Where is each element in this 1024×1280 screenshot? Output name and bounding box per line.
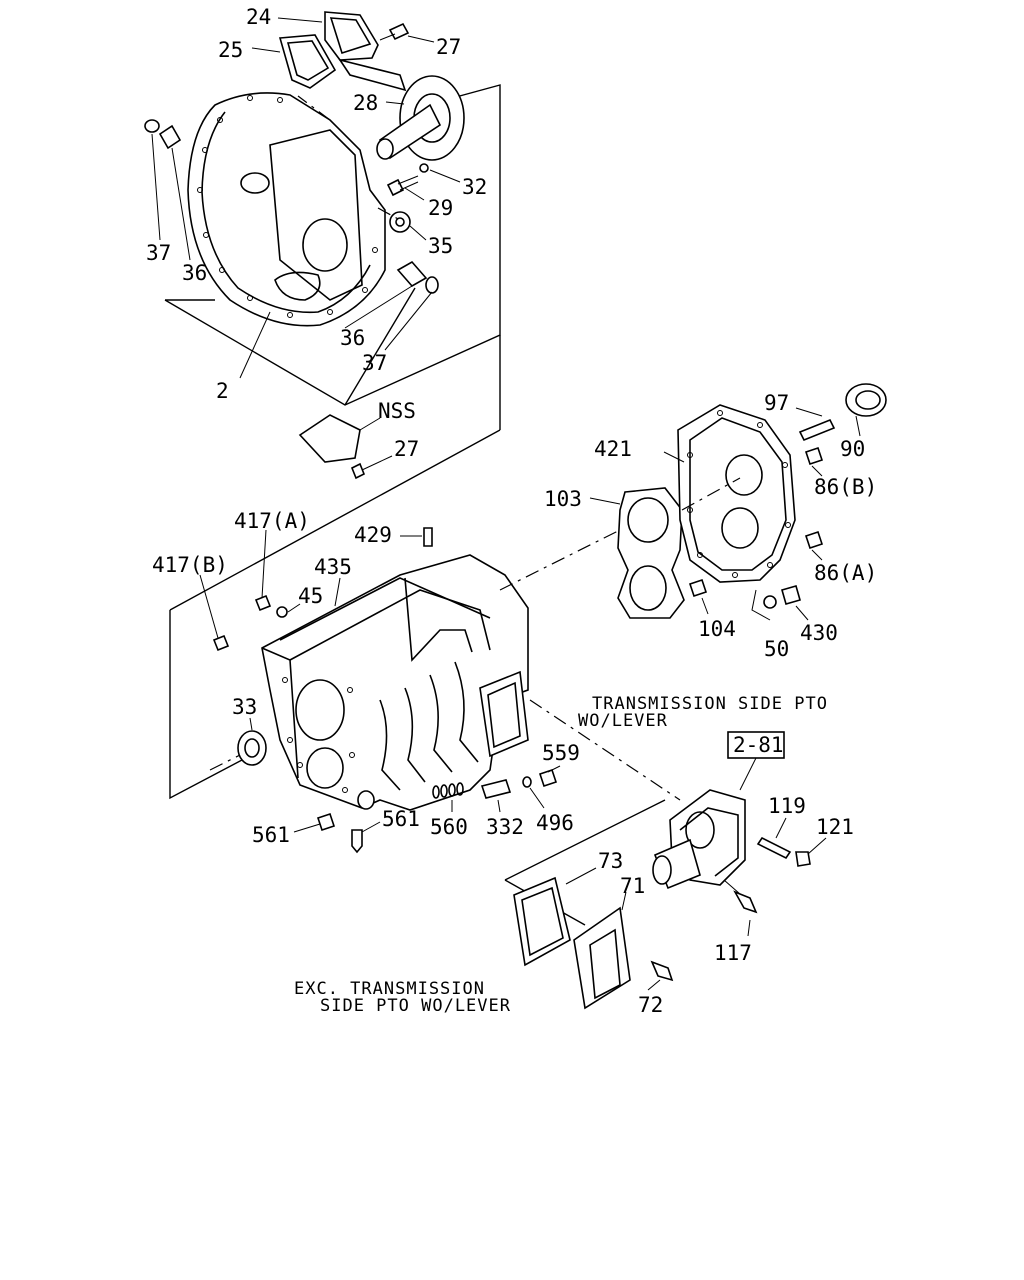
o-ring — [763, 595, 777, 609]
plug — [316, 812, 336, 832]
bolt — [388, 22, 410, 41]
cover-plate — [324, 11, 379, 61]
stud — [756, 836, 792, 860]
bolt — [254, 594, 272, 612]
callout-435: 435 — [314, 555, 352, 579]
bolt — [650, 960, 674, 982]
note-exc-line1: EXC. TRANSMISSION — [294, 979, 485, 999]
callout-27: 27 — [436, 35, 461, 59]
bolt — [688, 578, 708, 598]
transmission-case-group — [169, 335, 641, 854]
notes: TRANSMISSION SIDE PTO WO/LEVER EXC. TRAN… — [294, 694, 828, 1016]
bolt — [733, 890, 758, 914]
callout-560: 560 — [430, 815, 468, 839]
rear-cover-group — [589, 383, 887, 621]
gasket-ring — [522, 776, 532, 788]
dowel-pin — [423, 527, 433, 547]
callout-nss: NSS — [378, 399, 416, 423]
callout-561-right: 561 — [382, 807, 420, 831]
seal-ring — [425, 276, 439, 294]
oil-seal — [237, 730, 267, 766]
callout-labels: 24 25 27 28 32 29 35 37 36 36 37 2 NSS 2… — [146, 5, 877, 1017]
plug — [781, 585, 801, 605]
gasket — [513, 876, 571, 967]
plug — [351, 829, 363, 854]
callout-86a: 86(A) — [814, 561, 877, 585]
callout-45: 45 — [298, 584, 323, 608]
o-ring — [419, 163, 429, 173]
nut — [795, 851, 811, 867]
callout-430: 430 — [800, 621, 838, 645]
callout-73: 73 — [598, 849, 623, 873]
callout-25: 25 — [218, 38, 243, 62]
note-pto-line2: WO/LEVER — [578, 711, 668, 731]
seal-ring — [144, 119, 160, 133]
callout-417b: 417(B) — [152, 553, 228, 577]
flywheel-housing-group — [144, 11, 501, 480]
transmission-case — [261, 554, 529, 811]
note-pto-line1: TRANSMISSION SIDE PTO — [592, 694, 828, 714]
callout-559: 559 — [542, 741, 580, 765]
bolt — [386, 178, 405, 197]
plug — [538, 768, 558, 788]
callout-103: 103 — [544, 487, 582, 511]
callout-119: 119 — [768, 794, 806, 818]
bolt — [804, 530, 824, 550]
callout-429: 429 — [354, 523, 392, 547]
nss-plate — [298, 414, 361, 463]
callout-24: 24 — [246, 5, 271, 29]
callout-2: 2 — [216, 379, 229, 403]
callout-496: 496 — [536, 811, 574, 835]
washer — [276, 606, 288, 618]
gasket — [278, 34, 337, 89]
spring — [432, 782, 464, 799]
note-exc-line2: SIDE PTO WO/LEVER — [320, 996, 511, 1016]
reference-box-label: 2-81 — [733, 733, 784, 757]
callout-104: 104 — [698, 617, 736, 641]
plug — [357, 790, 375, 810]
dowel-pin — [396, 260, 428, 288]
bolt — [212, 634, 230, 652]
flywheel-housing — [187, 92, 386, 327]
case-holes — [282, 677, 355, 793]
seal — [389, 211, 411, 233]
callout-33: 33 — [232, 695, 257, 719]
plunger — [480, 779, 512, 799]
callout-36-right: 36 — [340, 326, 365, 350]
gasket — [617, 487, 685, 619]
callout-35: 35 — [428, 234, 453, 258]
dowel-pin — [158, 124, 182, 150]
callout-37-right: 37 — [362, 351, 387, 375]
callout-417a: 417(A) — [234, 509, 310, 533]
callout-37-left: 37 — [146, 241, 171, 265]
callout-50: 50 — [764, 637, 789, 661]
callout-72: 72 — [638, 993, 663, 1017]
callout-90: 90 — [840, 437, 865, 461]
callout-36-left: 36 — [182, 261, 207, 285]
stud — [798, 418, 836, 442]
callout-71: 71 — [620, 874, 645, 898]
callout-421: 421 — [594, 437, 632, 461]
callout-332: 332 — [486, 815, 524, 839]
callout-561-left: 561 — [252, 823, 290, 847]
callout-117: 117 — [714, 941, 752, 965]
side-pto-group — [504, 699, 827, 1010]
callout-97: 97 — [764, 391, 789, 415]
bolt — [350, 462, 366, 480]
flange-holes — [197, 95, 378, 318]
callout-121: 121 — [816, 815, 854, 839]
callout-32: 32 — [462, 175, 487, 199]
callout-28: 28 — [353, 91, 378, 115]
oil-seal — [845, 383, 887, 417]
cover-holes — [687, 410, 791, 578]
callout-29: 29 — [428, 196, 453, 220]
callout-86b: 86(B) — [814, 475, 877, 499]
callout-27-lower: 27 — [394, 437, 419, 461]
bolt — [804, 446, 824, 466]
